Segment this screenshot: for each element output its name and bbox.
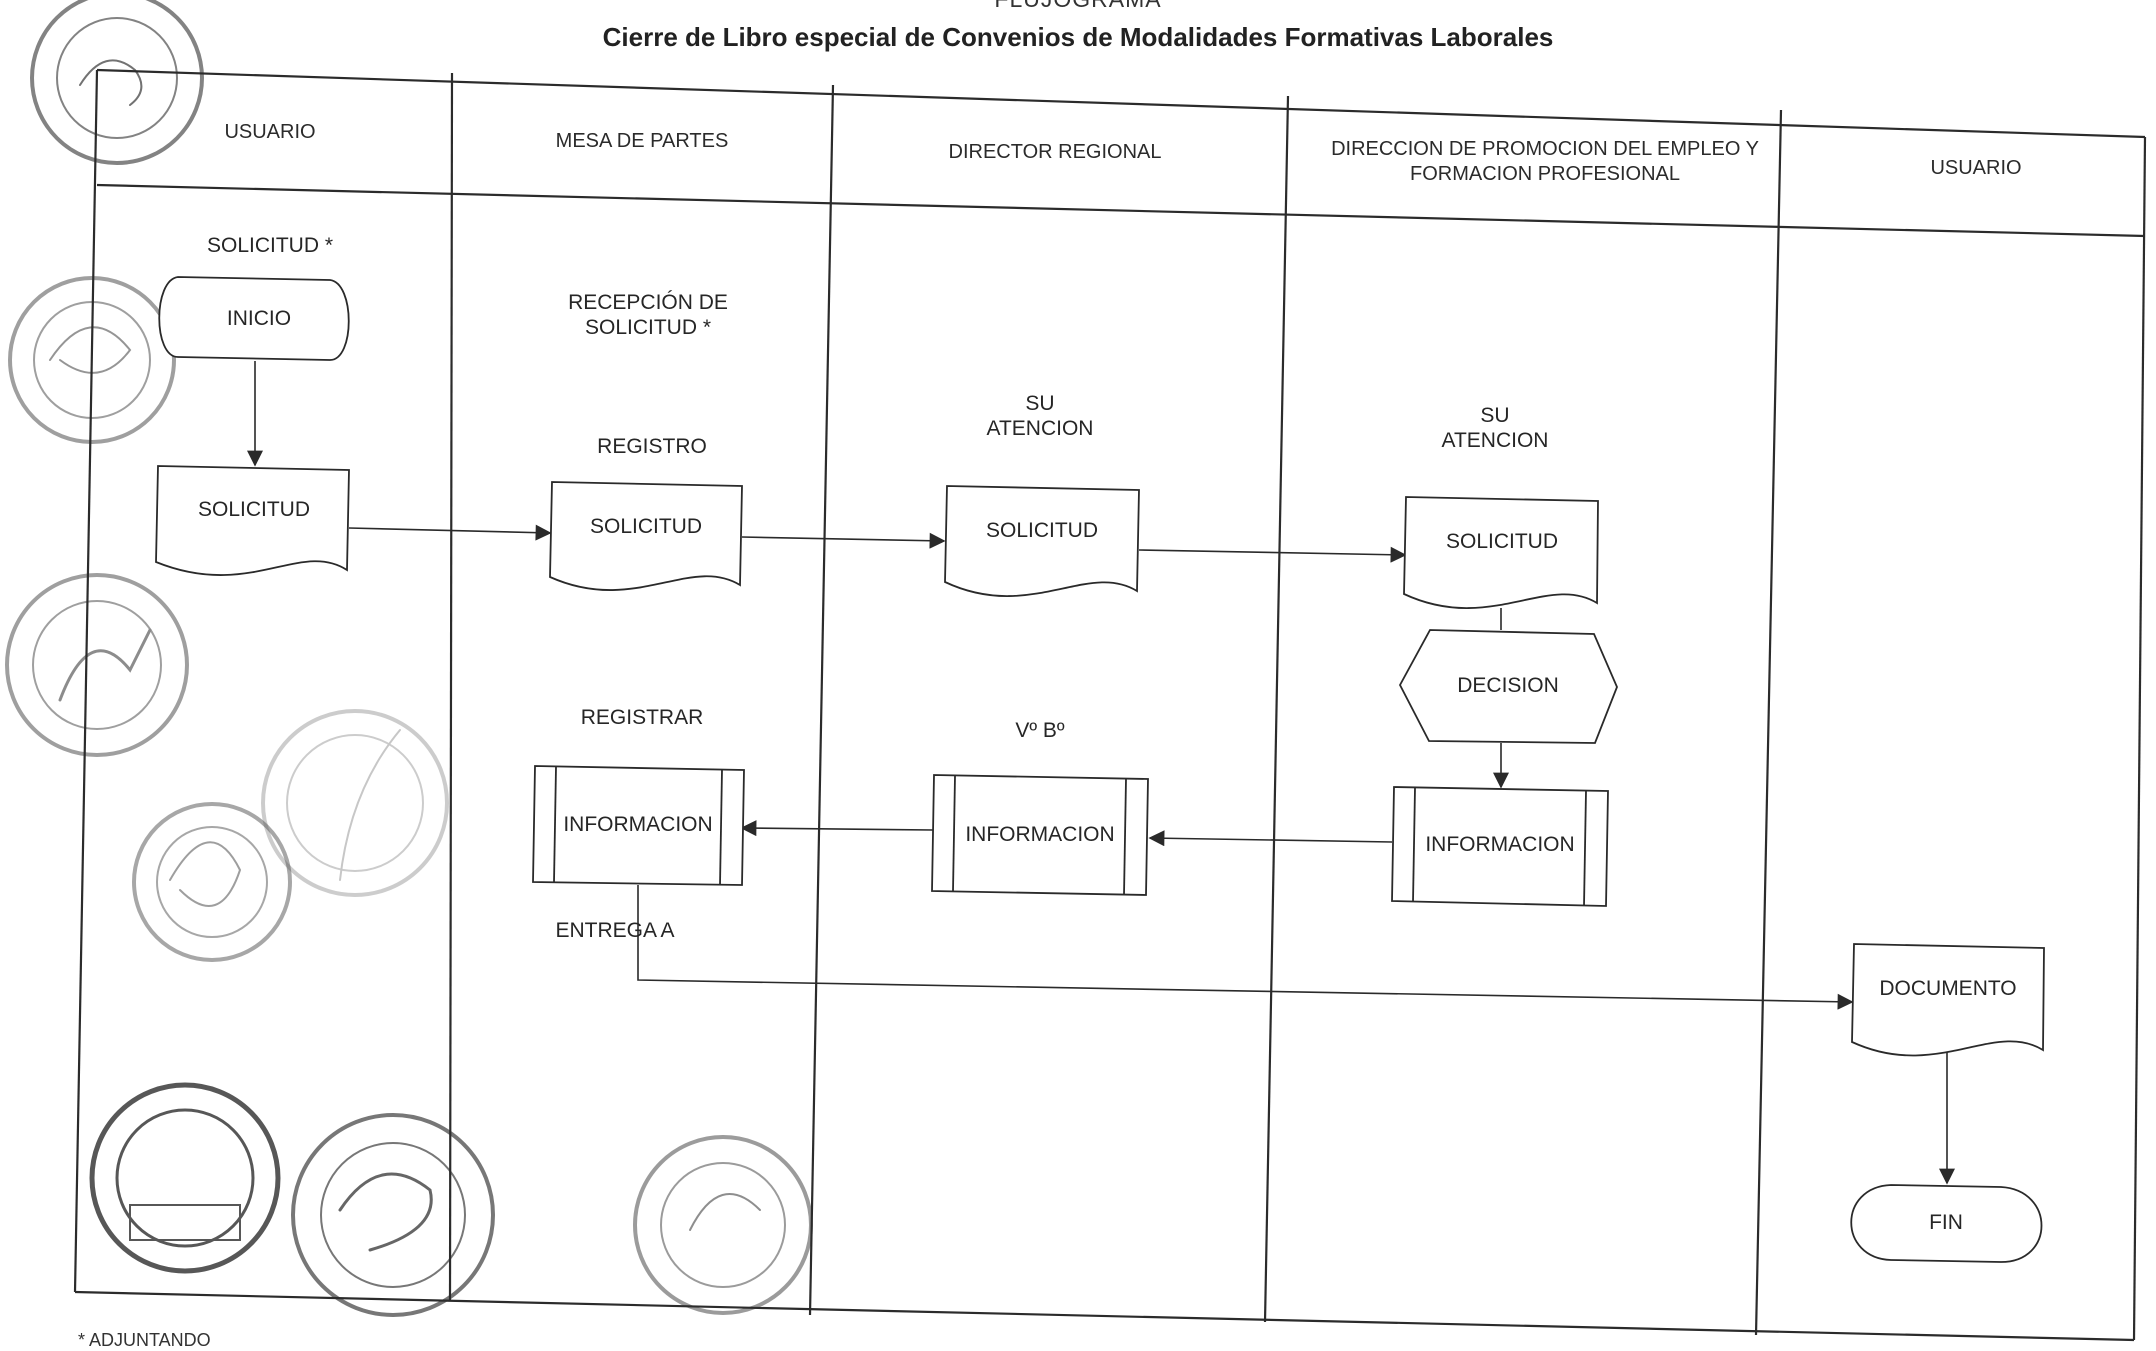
lane-divider-2 [808,84,835,1316]
label-recepcion: RECEPCIÓN DE SOLICITUD * [568,291,728,339]
document-solicitud-mesa-shape [549,481,743,591]
terminal-inicio-shape [158,276,350,361]
shape-text-informacion-mesa: INFORMACION [563,813,713,836]
document-solicitud-direccion-shape [1403,496,1599,609]
arrow-mesa-to-director [741,532,946,549]
label-registro: REGISTRO [597,435,707,458]
footnote: * ADJUNTANDO [78,1330,211,1350]
document-documento-shape [1851,943,2045,1057]
lanes-left-border [73,69,99,1293]
seal-stamps [5,0,813,1317]
lanes-top-border [96,68,2146,139]
seal-stamp-planeamiento [5,573,189,757]
connectors [247,361,1955,1185]
shape-text-informacion-direccion: INFORMACION [1425,833,1575,856]
process-informacion-director-shape [931,774,1149,896]
lane-divider-3 [1263,95,1290,1323]
seal-stamp-direccion-trabajo [89,1082,281,1274]
process-side-bars [553,766,1587,907]
lanes-bottom-border [74,1290,2135,1342]
process-informacion-mesa-shape [532,765,745,886]
document-solicitud-usuario-shape [155,465,350,576]
shape-text-solicitud-direccion: SOLICITUD [1445,530,1558,553]
lane-title-direccion-promocion: DIRECCION DE PROMOCION DEL EMPLEO Y FORM… [1331,138,1759,185]
shape-text-documento: DOCUMENTO [1879,977,2017,1000]
diagram-title: Cierre de Libro especial de Convenios de… [602,22,1554,52]
arrow-entrega-to-documento [637,885,1854,1010]
shape-text-fin: FIN [1929,1211,1963,1234]
shape-text-solicitud-director: SOLICITUD [985,519,1098,542]
label-vb: Vº Bº [1015,719,1065,742]
lanes-right-border [2132,136,2147,1341]
seal-stamp-rrnn [291,1113,495,1317]
seal-stamp-gerente-general [30,0,204,165]
lanes-header-divider [96,183,2146,238]
shape-text-informacion-director: INFORMACION [965,823,1115,846]
shape-text-solicitud-mesa: SOLICITUD [589,515,702,538]
seal-stamp-hortencia [261,709,449,897]
shape-text-solicitud-usuario: SOLICITUD [197,498,310,521]
swimlane-grid [73,68,2147,1342]
flow-shapes [155,276,2045,1263]
arrow-direccion-to-director [1148,830,1393,847]
process-informacion-direccion-shape [1391,786,1609,907]
terminal-fin-shape [1850,1184,2043,1263]
label-registrar: REGISTRAR [580,706,704,729]
diagram-header-label: FLUJOGRAMA [0,0,2156,13]
arrow-director-to-direccion [1138,546,1407,563]
shape-text-decision: DECISION [1457,674,1559,697]
arrow-usuario-to-mesa [348,524,552,541]
arrow-director-to-mesa [740,820,934,837]
lane-title-usuario-1: USUARIO [224,121,316,143]
hexagon-decision-shape [1398,629,1618,744]
label-solicitud-note: SOLICITUD * [206,234,334,257]
lane-title-mesa-de-partes: MESA DE PARTES [555,130,729,152]
shape-text-inicio: INICIO [226,307,292,330]
lane-divider-4 [1754,109,1783,1336]
label-su-atencion-direccion: SU ATENCION [1441,404,1549,452]
seal-stamp-huancavelica [633,1135,813,1315]
lane-title-director-regional: DIRECTOR REGIONAL [948,141,1162,163]
document-solicitud-director-shape [944,485,1140,597]
lane-divider-1 [448,72,454,1301]
lane-title-usuario-2: USUARIO [1930,157,2022,179]
label-su-atencion-director: SU ATENCION [986,392,1094,440]
seal-stamp-vb-small [132,802,292,962]
label-entrega: ENTREGA A [555,919,675,942]
